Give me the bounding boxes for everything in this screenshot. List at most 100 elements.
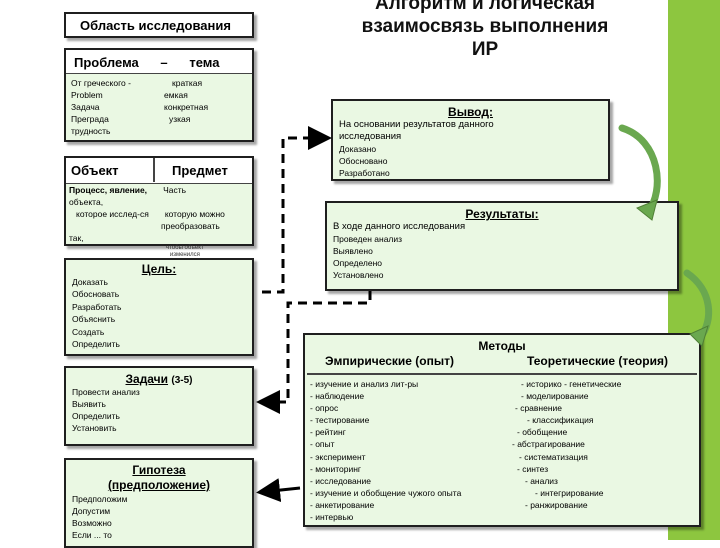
title-line-2: взаимосвязь выполнения [361,16,609,37]
goal-item: Обосновать [72,289,120,300]
results-title: Результаты: [465,207,539,221]
goal-item: Разработать [72,301,122,312]
title-line-1: Алгоритм и логическая [374,0,596,14]
goal-item: Создать [72,326,105,337]
conclusion-lines: На основании результатов данного исследо… [333,119,608,143]
empirical-item: - мониторинг [310,463,361,474]
conclusion-title: Вывод: [448,105,493,119]
hypothesis-box: Гипотеза (предположение) Предположим Доп… [64,458,254,548]
problem-right-item: краткая [172,78,203,88]
subject-text: преобразовать [161,221,220,231]
curved-arrowhead [689,325,709,347]
subject-label: Предмет [172,163,228,178]
task-item: Выявить [72,399,106,409]
header-divider [153,158,155,182]
object-text: Процесс, явление, [69,185,148,195]
conclusion-list: Доказано Обосновано Разработано [333,143,608,179]
dashed-connector-results [256,291,372,414]
empirical-item: - изучение и обобщение чужого опыта [310,487,462,498]
theoretical-item: - интегрирование [535,487,604,498]
theoretical-item: - классификация [527,415,594,426]
problem-header: Проблема – тема [66,50,252,74]
results-item: Установлено [333,270,384,280]
empirical-list: - изучение и анализ лит-ры - наблюдение … [310,378,461,523]
empirical-item: - анкетирование [310,499,375,510]
goal-list: Доказать Обосновать Разработать Объяснит… [66,276,252,350]
object-text: объекта, [69,197,104,207]
curved-arrowhead [636,199,658,221]
hypothesis-item: Допустим [72,506,111,516]
problem-left-item: трудность [71,126,111,136]
empirical-item: - интервью [310,512,354,523]
problem-left-item: От греческого - [71,78,131,88]
theoretical-item: - систематизация [519,451,588,462]
problem-right-list: краткая емкая конкретная узкая [164,77,208,125]
object-subject-box: Объект Предмет Процесс, явление,Часть об… [64,156,254,246]
curved-arrow-conclusion-results [618,124,661,216]
hypothesis-item: Если ... то [72,530,112,540]
task-item: Провести анализ [72,387,140,397]
theoretical-item: - моделирование [521,391,589,402]
tasks-count: (3-5) [171,375,193,386]
subject-text: так, [69,233,84,243]
tasks-box: Задачи (3-5) Провести анализ Выявить Опр… [64,366,254,446]
methods-box: Методы Эмпирические (опыт) Теоретические… [303,333,701,527]
tasks-title-row: Задачи (3-5) [66,372,252,386]
conclusion-item: Разработано [339,168,390,178]
conclusion-box: Вывод: На основании результатов данного … [331,99,610,181]
conclusion-item: Обосновано [339,156,388,166]
task-item: Установить [72,423,117,433]
research-area-label: Область исследования [80,18,231,33]
hypothesis-list: Предположим Допустим Возможно Если ... т… [66,493,252,541]
hypothesis-title: Гипотеза (предположение) [66,463,252,493]
theoretical-item: - анализ [525,475,558,486]
object-subject-header: Объект Предмет [66,158,252,184]
goal-box: Цель: Доказать Обосновать Разработать Об… [64,258,254,356]
theoretical-item: - синтез [517,463,549,474]
title-line-3: ИР [471,39,499,60]
results-box: Результаты: В ходе данного исследования … [325,201,679,291]
goal-item: Объяснить [72,314,116,325]
empirical-item: - наблюдение [310,391,365,402]
theoretical-label: Теоретические (теория) [527,354,668,368]
object-text: которое исслед-ся [76,209,149,219]
empirical-label: Эмпирические (опыт) [325,354,454,368]
hypothesis-title-line: Гипотеза [132,463,186,477]
problem-right-item: узкая [169,114,191,124]
overflow-line: чтобы объект [166,245,204,251]
methods-title: Методы [478,339,526,353]
conclusion-item: Доказано [339,144,377,154]
theoretical-item: - абстрагирование [512,439,585,450]
hypothesis-title-line: (предположение) [107,478,211,492]
overflow-line: изменился [169,252,200,258]
methods-divider [307,373,697,375]
empirical-item: - исследование [310,475,371,486]
subject-text: которую можно [164,209,225,219]
conclusion-line: исследования [339,131,402,142]
results-item: Определено [333,258,382,268]
results-list: Проведен анализ Выявлено Определено Уста… [327,233,677,281]
tasks-list: Провести анализ Выявить Определить Устан… [66,386,252,434]
theoretical-list: - историко - генетические - моделировани… [509,378,621,511]
empirical-item: - изучение и анализ лит-ры [310,379,419,389]
problem-left-item: Задача [71,102,100,112]
theoretical-item: - сравнение [515,403,563,414]
goal-title: Цель: [141,262,177,276]
theoretical-item: - обобщение [517,427,568,438]
problem-left-list: От греческого - Problem Задача Преграда … [71,77,131,137]
problem-left-item: Problem [71,90,103,100]
problem-right-item: емкая [164,90,188,100]
results-item: Выявлено [333,246,373,256]
results-line: В ходе данного исследования [333,221,466,232]
hypothesis-item: Предположим [72,494,128,504]
methods-to-hypothesis-arrow [256,478,301,503]
tasks-title: Задачи [125,372,169,386]
problem-box: Проблема – тема От греческого - Problem … [64,48,254,142]
empirical-item: - рейтинг [310,427,346,438]
goal-item: Определить [72,339,120,350]
object-subject-body: Процесс, явление,Часть объекта, которое … [66,184,252,244]
empirical-item: - эксперимент [310,451,366,462]
subject-overflow-text: чтобы объект изменился [166,245,204,259]
goal-item: Доказать [72,277,108,287]
